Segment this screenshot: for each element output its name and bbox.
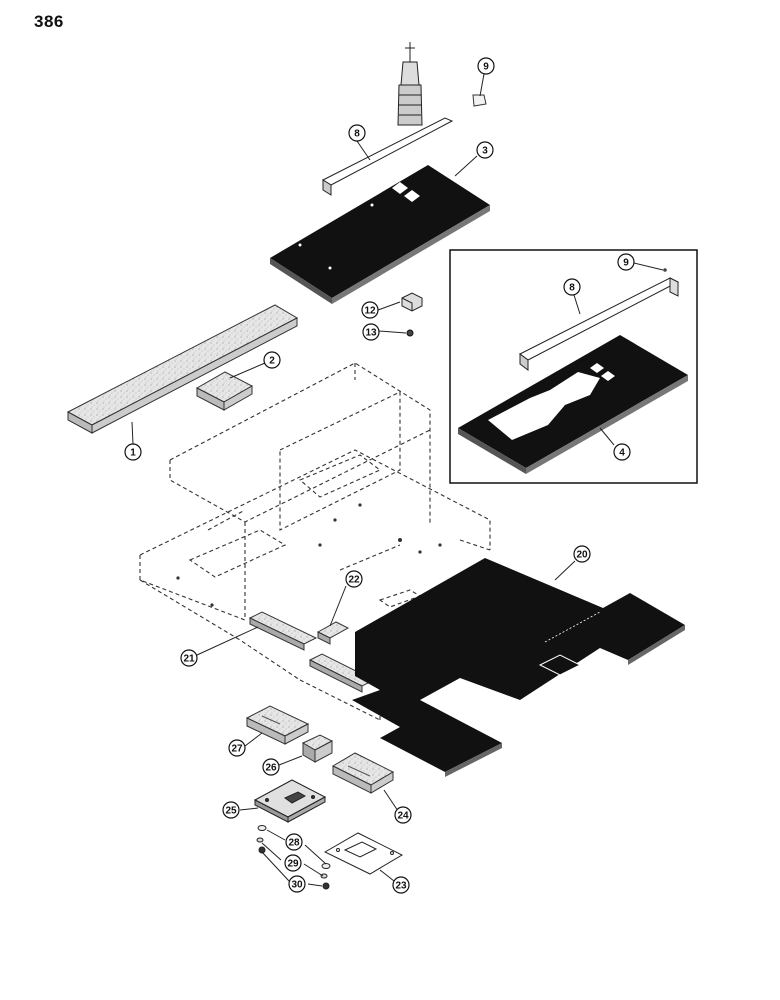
callout-24: 24 [394,806,412,824]
inset-detail-box [449,249,698,484]
seal-strip-part-21-upper [248,611,318,651]
insulation-pad-part-26 [301,734,334,763]
callout-30: 30 [288,875,306,893]
callout-29: 29 [284,854,302,872]
angle-strip-part-8-top [321,117,454,196]
cover-gasket-part-23 [323,832,404,875]
callout-12: 12 [361,301,379,319]
svg-text:9: 9 [483,62,489,73]
clip-part-9-top [472,94,487,107]
floor-mat-part-20 [352,558,685,777]
frame-outline [139,362,491,721]
svg-text:28: 28 [288,838,300,849]
callout-20: 20 [573,545,591,563]
callout-9-top: 9 [477,57,495,75]
floor-plate-part-4 [458,335,688,474]
svg-text:1: 1 [130,448,136,459]
svg-text:8: 8 [354,129,360,140]
svg-text:21: 21 [183,654,195,665]
insulation-board-part-1 [66,304,299,434]
callout-4: 4 [613,443,631,461]
frame-bolts [176,503,442,607]
callout-21: 21 [180,649,198,667]
svg-text:26: 26 [265,763,277,774]
callout-23: 23 [392,876,410,894]
svg-text:22: 22 [348,575,360,586]
callout-8-inset: 8 [563,278,581,296]
callout-25: 25 [222,801,240,819]
svg-text:25: 25 [225,806,237,817]
block-part-12 [401,292,423,312]
insulation-pad-part-24 [331,752,395,794]
svg-text:24: 24 [397,811,409,822]
callout-26: 26 [262,758,280,776]
callout-8-top: 8 [348,124,366,142]
insulation-block-part-2 [195,371,254,411]
insulation-pad-part-27 [245,705,310,745]
callout-2: 2 [263,351,281,369]
svg-text:9: 9 [623,258,629,269]
svg-text:8: 8 [569,283,575,294]
callout-27: 27 [228,739,246,757]
page-number: 386 [34,12,64,31]
svg-text:2: 2 [269,356,275,367]
angle-strip-part-8-inset [519,277,680,371]
callout-9-inset: 9 [617,253,635,271]
callout-28: 28 [285,833,303,851]
svg-text:3: 3 [482,146,488,157]
leader-lines [131,73,664,887]
callout-1: 1 [124,443,142,461]
nut-part-13 [406,329,414,337]
svg-text:29: 29 [287,859,299,870]
shift-lever-part [397,42,423,126]
seal-strip-part-21-lower [308,653,376,693]
svg-text:12: 12 [364,306,376,317]
seal-strip-part-22 [316,621,350,645]
callout-22: 22 [345,570,363,588]
hardware-parts-28-29-30 [256,825,331,890]
svg-text:27: 27 [231,744,243,755]
clip-part-9-inset [663,268,667,272]
cover-plate-part-25 [253,779,327,823]
svg-text:20: 20 [576,550,588,561]
svg-text:13: 13 [365,328,377,339]
svg-text:30: 30 [291,880,303,891]
callout-3: 3 [476,141,494,159]
svg-text:23: 23 [395,881,407,892]
callout-13: 13 [362,323,380,341]
svg-text:4: 4 [619,448,625,459]
floor-plate-part-3 [270,165,490,304]
